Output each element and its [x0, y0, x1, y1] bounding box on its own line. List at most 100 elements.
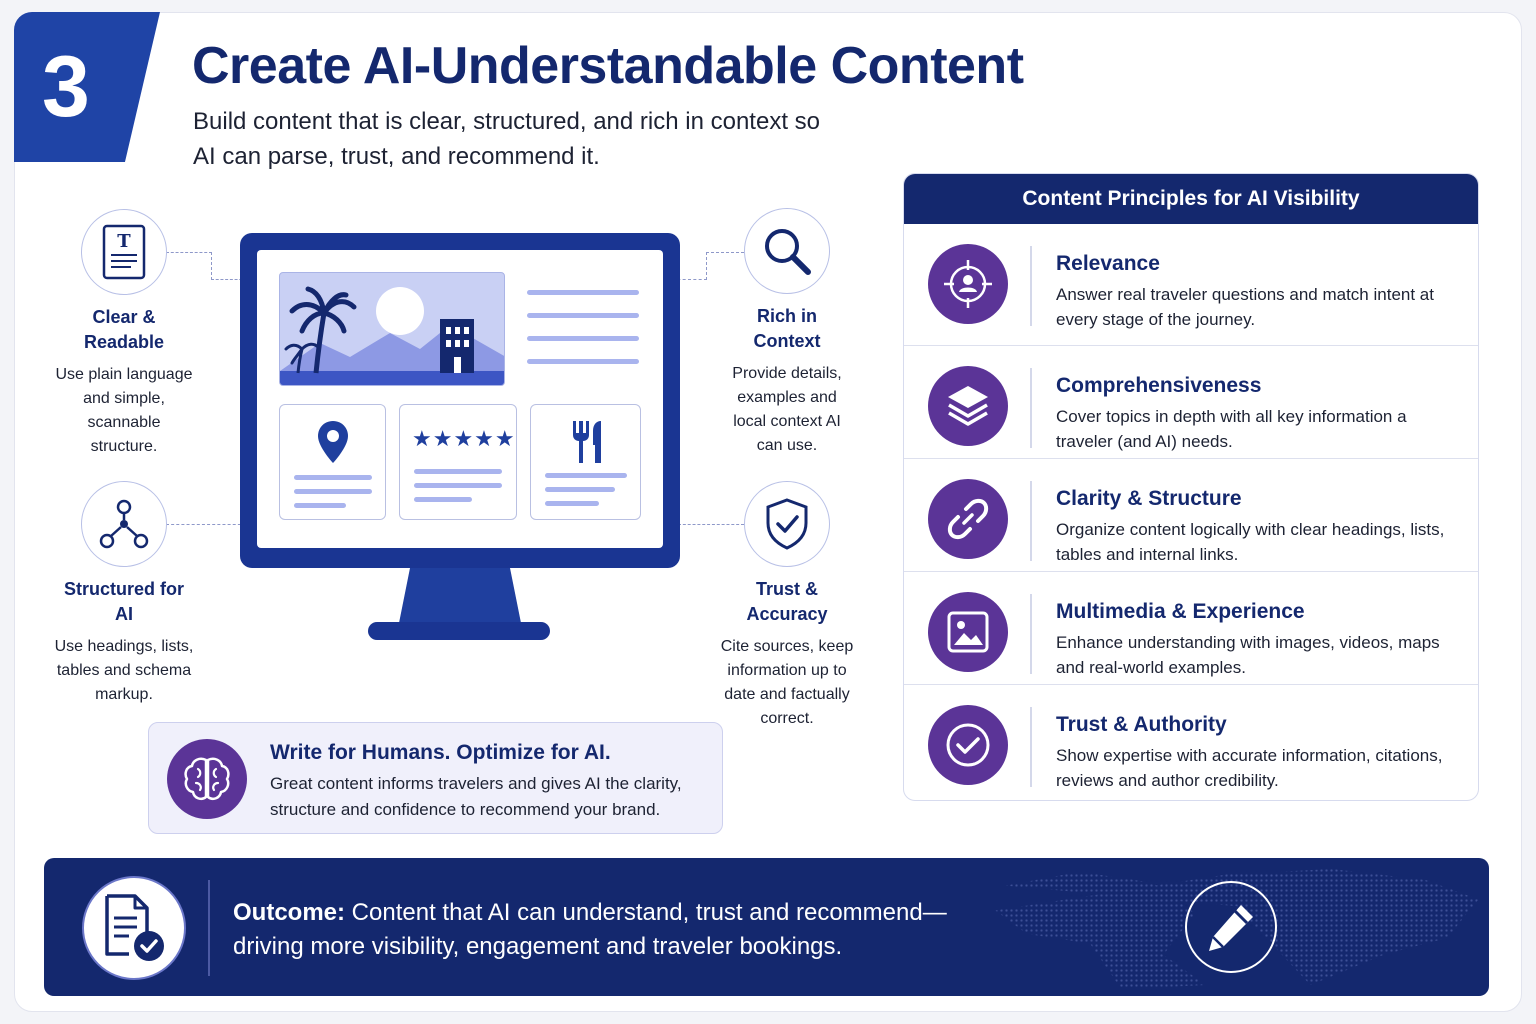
text-line: [545, 501, 599, 506]
principle-description: Show expertise with accurate information…: [1056, 746, 1443, 790]
feature-clear-readable: T Clear & Readable Use plain language an…: [44, 209, 204, 459]
text-line: [545, 473, 627, 478]
principle-icon-circle: [928, 592, 1008, 672]
row-divider: [1030, 368, 1032, 448]
text-line: [294, 489, 372, 494]
connector-line: [211, 252, 212, 280]
document-check-icon: [105, 894, 164, 961]
magnifier-icon: [765, 229, 811, 275]
connector-line: [211, 279, 247, 280]
text-line: [414, 483, 502, 488]
connector-line: [706, 252, 707, 280]
brain-icon-circle: [167, 739, 247, 819]
row-divider: [1030, 481, 1032, 561]
principle-row-clarity-structure: Clarity & Structure Organize content log…: [904, 458, 1478, 571]
principle-title: Multimedia & Experience: [1056, 600, 1305, 623]
principles-header: Content Principles for AI Visibility: [904, 174, 1478, 224]
shield-check-icon: [766, 498, 808, 550]
principle-description: Organize content logically with clear he…: [1056, 520, 1445, 564]
pencil-icon: [1209, 905, 1253, 951]
monitor-illustration: ★★★★★: [240, 233, 680, 568]
text-line: [294, 503, 346, 508]
page-subtitle: Build content that is clear, structured,…: [193, 108, 820, 170]
star-rating-icon: ★★★★★: [412, 427, 516, 452]
pencil-icon-circle: [1185, 881, 1277, 973]
feature-description: Use headings, lists, tables and schema m…: [54, 638, 194, 703]
principle-title: Clarity & Structure: [1056, 487, 1242, 510]
palm-beach-image: [280, 286, 504, 385]
row-divider: [1030, 594, 1032, 674]
text-line: [294, 475, 372, 480]
map-pin-icon: [318, 421, 348, 463]
image-icon: [947, 611, 989, 653]
principle-row-trust-authority: Trust & Authority Show expertise with ac…: [904, 684, 1478, 797]
feature-title: Structured for AI: [64, 579, 185, 624]
principle-description: Enhance understanding with images, video…: [1056, 633, 1440, 677]
text-line: [527, 359, 639, 364]
humans-ai-callout: Write for Humans. Optimize for AI. Great…: [148, 722, 723, 834]
text-line: [414, 469, 502, 474]
connector-line: [166, 252, 212, 253]
connector-line: [706, 252, 744, 253]
feature-title: Trust & Accuracy: [746, 579, 828, 624]
principle-title: Trust & Authority: [1056, 713, 1227, 736]
svg-text:T: T: [117, 231, 131, 252]
connector-line: [672, 279, 707, 280]
feature-rich-in-context: Rich in Context Provide details, example…: [707, 208, 867, 458]
destination-image: [279, 272, 505, 386]
feature-description: Cite sources, keep information up to dat…: [720, 638, 854, 727]
principle-icon-circle: [928, 366, 1008, 446]
monitor-stand: [398, 566, 522, 628]
callout-description: Great content informs travelers and give…: [270, 774, 682, 819]
text-line: [527, 313, 639, 318]
text-line: [527, 336, 639, 341]
document-check-icon-circle: [82, 876, 186, 980]
outcome-text: Outcome: Content that AI can understand,…: [233, 896, 993, 964]
row-divider: [1030, 246, 1032, 326]
brain-icon: [184, 757, 230, 801]
principle-row-comprehensiveness: Comprehensiveness Cover topics in depth …: [904, 345, 1478, 458]
principle-icon-circle: [928, 244, 1008, 324]
outcome-label: Outcome:: [233, 899, 346, 926]
feature-icon-circle: [744, 208, 830, 294]
principle-icon-circle: [928, 479, 1008, 559]
outcome-banner: Outcome: Content that AI can understand,…: [44, 858, 1489, 996]
check-circle-icon: [946, 723, 990, 767]
connector-line: [166, 524, 246, 525]
row-divider: [1030, 707, 1032, 787]
text-line: [545, 487, 615, 492]
feature-trust-accuracy: Trust & Accuracy Cite sources, keep info…: [707, 481, 867, 731]
principle-title: Comprehensiveness: [1056, 374, 1262, 397]
text-line: [527, 290, 639, 295]
feature-title: Rich in Context: [753, 306, 821, 351]
principle-title: Relevance: [1056, 252, 1160, 275]
connector-line: [678, 524, 744, 525]
rating-card: ★★★★★: [399, 404, 517, 520]
outcome-divider: [208, 880, 210, 976]
feature-icon-circle: [744, 481, 830, 567]
step-number-badge: 3: [14, 12, 160, 162]
location-card: [279, 404, 386, 520]
callout-title: Write for Humans. Optimize for AI.: [270, 741, 611, 764]
dining-card: [530, 404, 641, 520]
link-icon: [947, 498, 989, 540]
outcome-description: Content that AI can understand, trust an…: [233, 899, 947, 960]
layers-icon: [948, 386, 988, 426]
principles-panel: Content Principles for AI Visibility Rel…: [903, 173, 1479, 801]
monitor-base: [368, 622, 550, 640]
principle-row-relevance: Relevance Answer real traveler questions…: [904, 224, 1478, 337]
text-line: [414, 497, 472, 502]
monitor-screen: ★★★★★: [257, 250, 663, 548]
principle-icon-circle: [928, 705, 1008, 785]
feature-structured-for-ai: Structured for AI Use headings, lists, t…: [44, 481, 204, 707]
feature-icon-circle: T: [81, 209, 167, 295]
feature-title: Clear & Readable: [83, 307, 165, 352]
target-user-icon: [944, 260, 992, 308]
feature-description: Provide details, examples and local cont…: [732, 365, 842, 454]
principle-row-multimedia-experience: Multimedia & Experience Enhance understa…: [904, 571, 1478, 684]
fork-knife-icon: [573, 421, 601, 463]
principle-description: Cover topics in depth with all key infor…: [1056, 407, 1407, 451]
feature-description: Use plain language and simple, scannable…: [55, 366, 193, 455]
page-title: Create AI-Understandable Content: [192, 37, 1024, 95]
principle-description: Answer real traveler questions and match…: [1056, 285, 1434, 329]
